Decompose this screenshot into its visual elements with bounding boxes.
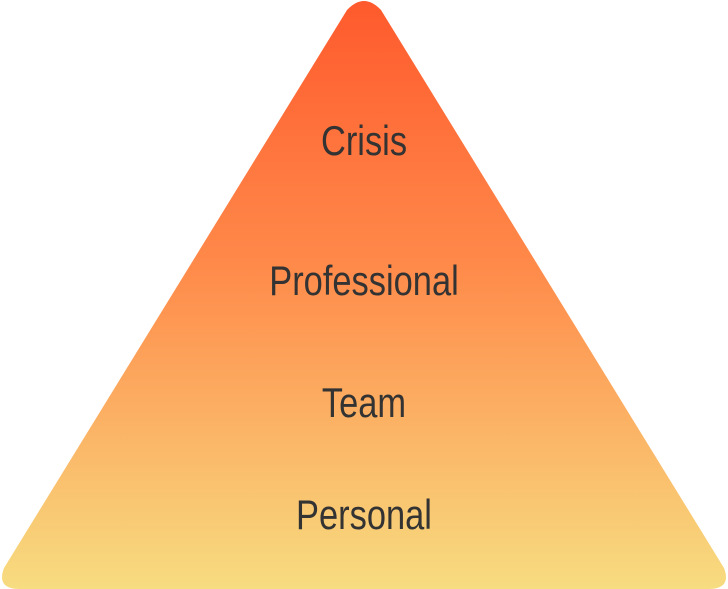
level-personal: Personal (296, 491, 432, 538)
level-professional: Professional (269, 257, 459, 304)
level-team: Team (321, 379, 407, 426)
level-crisis: Crisis (320, 117, 408, 164)
